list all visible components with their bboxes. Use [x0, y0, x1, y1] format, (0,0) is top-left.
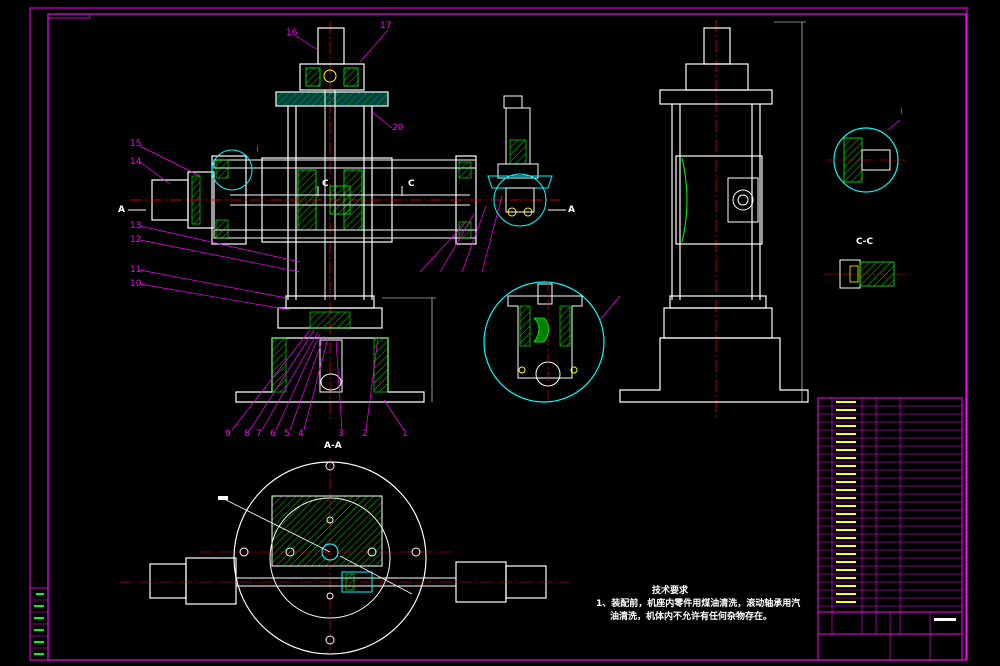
part-label-13: 13 — [130, 221, 141, 231]
tech-req-title: 技术要求 — [652, 584, 689, 596]
tech-req-line-2: 油清洗，机体内不允许有任何杂物存在。 — [610, 610, 772, 622]
side-view — [619, 20, 809, 420]
part-labels: 16 17 20 15 14 13 12 11 10 9 8 7 6 5 4 3… — [130, 21, 408, 439]
section-markers: A A C C A-A C-C I I — [118, 107, 903, 451]
gripper-detail — [487, 95, 553, 227]
drawing-frame — [29, 7, 968, 661]
detail-i-view — [826, 119, 906, 193]
binding-strip — [29, 587, 49, 661]
part-label-12: 12 — [130, 235, 141, 245]
part-label-10: 10 — [130, 279, 142, 289]
part-label-9: 9 — [225, 429, 231, 439]
technical-requirements: 技术要求 1、装配前，机座内零件用煤油清洗，滚动轴承用汽 油清洗，机体内不允许有… — [596, 584, 800, 622]
part-label-1: 1 — [402, 429, 408, 439]
part-label-15: 15 — [130, 139, 141, 149]
section-marker-c-right: C — [408, 179, 415, 189]
leader-lines — [139, 29, 621, 431]
part-label-8: 8 — [244, 429, 250, 439]
part-label-4: 4 — [298, 429, 304, 439]
part-label-2: 2 — [362, 429, 368, 439]
part-label-16: 16 — [286, 28, 298, 38]
section-marker-a-right: A — [568, 205, 575, 215]
tech-req-line-1: 1、装配前，机座内零件用煤油清洗，滚动轴承用汽 — [596, 597, 800, 609]
part-label-14: 14 — [130, 157, 142, 167]
part-label-7: 7 — [256, 429, 262, 439]
part-label-17: 17 — [380, 21, 391, 31]
part-label-3: 3 — [338, 429, 344, 439]
part-label-5: 5 — [284, 429, 290, 439]
section-title-aa: A-A — [324, 441, 342, 451]
part-label-20: 20 — [392, 123, 404, 133]
detail-label-i: I — [900, 107, 903, 117]
section-title-cc: C-C — [856, 237, 874, 247]
section-cc-view — [824, 259, 910, 289]
section-aa-view — [120, 458, 570, 656]
detail-label-i-small: I — [256, 145, 259, 155]
front-view — [128, 22, 566, 420]
section-marker-a-left: A — [118, 205, 125, 215]
parts-list-table — [817, 397, 963, 661]
jaw-detail — [483, 281, 605, 403]
part-label-11: 11 — [130, 265, 141, 275]
section-marker-c-left: C — [322, 179, 329, 189]
part-label-6: 6 — [270, 429, 276, 439]
